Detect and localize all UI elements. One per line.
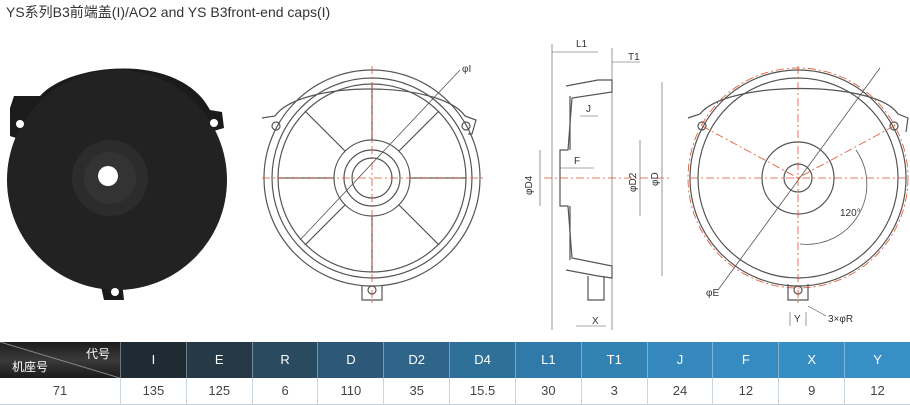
table-cell: 9	[778, 378, 844, 404]
table-cell: 12	[712, 378, 778, 404]
table-cell: 3	[580, 378, 647, 404]
cap-photo	[7, 68, 227, 300]
label-phi-i: φI	[462, 64, 471, 75]
label-f: F	[574, 156, 580, 167]
table-cell: 135	[120, 378, 186, 404]
corner-label-code: 代号	[85, 347, 110, 361]
technical-drawings: φI L1 T1 J F φD4 φD2 φD X	[7, 39, 909, 330]
header-cell: D	[317, 342, 384, 378]
table-cell: 30	[514, 378, 581, 404]
corner-label-frame: 机座号	[12, 360, 49, 374]
table-cell: 35	[383, 378, 449, 404]
section-view-drawing	[539, 44, 663, 330]
label-y: Y	[794, 314, 801, 325]
front-view-drawing	[261, 69, 481, 301]
header-cell: Y	[844, 342, 910, 378]
header-cell: E	[185, 342, 252, 378]
label-angle: 120°	[840, 208, 861, 219]
table-cell: 125	[185, 378, 252, 404]
table-cell: 15.5	[449, 378, 515, 404]
table-row: 71 135 125 6 110 35 15.5 30 3 24 12 9 12	[0, 378, 910, 405]
header-cell: J	[646, 342, 713, 378]
table-header-row: 代号 机座号 I E R D D2 D4 L1 T1 J F X Y	[0, 342, 910, 378]
label-phi-d: φD	[650, 172, 661, 186]
table-cell: 6	[251, 378, 318, 404]
spec-table: 代号 机座号 I E R D D2 D4 L1 T1 J F X Y 71 13…	[0, 342, 910, 405]
label-phi-d4: φD4	[524, 175, 535, 195]
header-cell: D4	[449, 342, 515, 378]
header-cell: R	[251, 342, 318, 378]
page-title: YS系列B3前端盖(I)/AO2 and YS B3front-end caps…	[6, 4, 331, 20]
header-cell: L1	[514, 342, 581, 378]
table-cell: 12	[844, 378, 910, 404]
table-cell: 24	[646, 378, 713, 404]
table-cell-frame: 71	[52, 383, 68, 398]
header-cell: T1	[580, 342, 647, 378]
label-j: J	[586, 104, 591, 115]
label-phi-e: φE	[706, 288, 719, 299]
label-phi-d2: φD2	[628, 172, 639, 192]
header-cell: F	[712, 342, 779, 378]
label-holes: 3×φR	[828, 314, 853, 325]
header-cell: X	[778, 342, 845, 378]
table-cell: 110	[317, 378, 383, 404]
table-corner-cell: 代号 机座号	[0, 342, 120, 378]
corner-diagonal	[0, 342, 120, 378]
label-t1: T1	[628, 52, 640, 63]
label-l1: L1	[576, 39, 588, 50]
header-cell: D2	[383, 342, 450, 378]
header-cell: I	[120, 342, 186, 378]
label-x: X	[592, 316, 599, 327]
